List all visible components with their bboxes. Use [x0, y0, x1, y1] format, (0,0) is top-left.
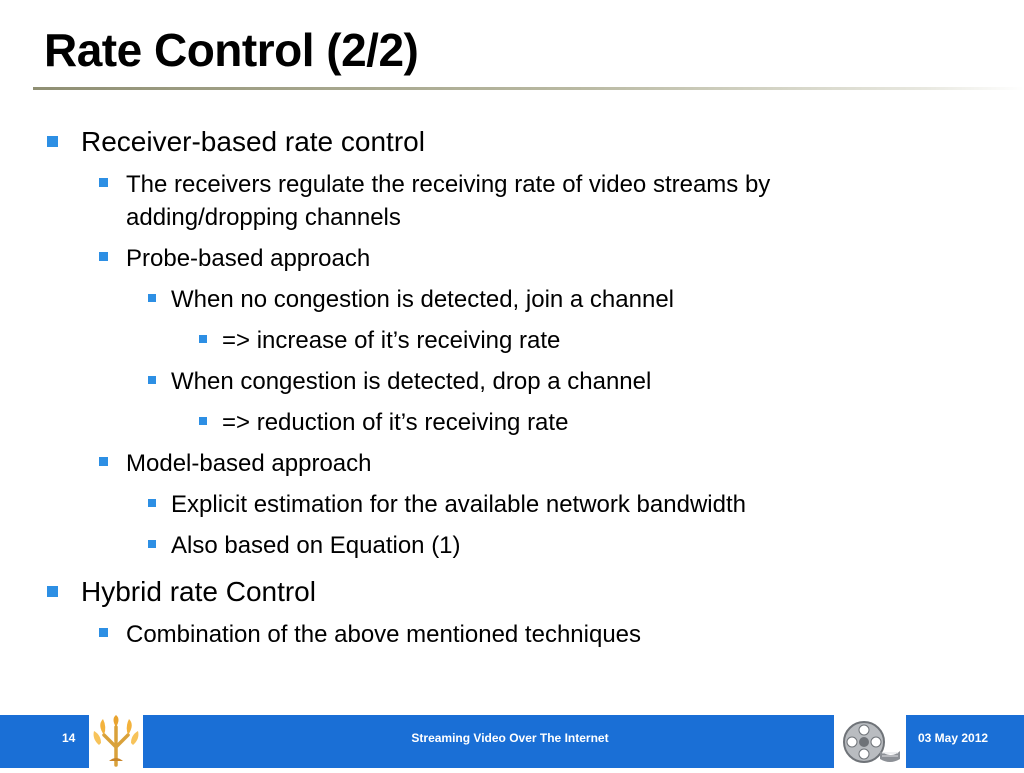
bullet-square-icon	[148, 540, 156, 548]
bullet-text: => reduction of it’s receiving rate	[222, 409, 569, 436]
university-tree-logo	[89, 715, 143, 768]
bullet-item: Combination of the above mentioned techn…	[99, 619, 642, 651]
film-reel-icon	[843, 721, 900, 763]
bullet-square-icon	[99, 628, 108, 637]
bullet-continuation: adding/dropping channels	[126, 202, 401, 234]
bullet-text: The receivers regulate the receiving rat…	[126, 171, 771, 198]
bullet-square-icon	[47, 586, 58, 597]
bullet-square-icon	[199, 417, 207, 425]
bullet-square-icon	[99, 457, 108, 466]
bullet-square-icon	[99, 178, 108, 187]
bullet-text: Explicit estimation for the available ne…	[171, 491, 746, 518]
bullet-item: When congestion is detected, drop a chan…	[148, 366, 652, 398]
bullet-square-icon	[99, 252, 108, 261]
bullet-square-icon	[148, 499, 156, 507]
bullet-text: adding/dropping channels	[126, 204, 401, 231]
bullet-text: When congestion is detected, drop a chan…	[171, 368, 652, 395]
bullet-item: When no congestion is detected, join a c…	[148, 284, 675, 316]
bullet-text: When no congestion is detected, join a c…	[171, 286, 675, 313]
film-reel-image	[834, 715, 906, 768]
page-number: 14	[62, 731, 76, 745]
bullet-item: Also based on Equation (1)	[148, 530, 461, 562]
bullet-item: => reduction of it’s receiving rate	[199, 407, 569, 439]
bullet-item: Receiver-based rate control	[47, 125, 425, 159]
bullet-text: Also based on Equation (1)	[171, 532, 461, 559]
title-underline	[33, 87, 1024, 90]
bullet-item: Hybrid rate Control	[47, 575, 316, 609]
bullet-text: => increase of it’s receiving rate	[222, 327, 561, 354]
bullet-item: => increase of it’s receiving rate	[199, 325, 561, 357]
bullet-text: Hybrid rate Control	[81, 576, 316, 607]
bullet-square-icon	[47, 136, 58, 147]
bullet-text: Receiver-based rate control	[81, 126, 425, 157]
slide-title: Rate Control (2/2)	[44, 24, 419, 76]
bullet-item: Probe-based approach	[99, 243, 371, 275]
bullet-square-icon	[148, 376, 156, 384]
tree-logo-icon	[93, 715, 139, 767]
bullet-item: The receivers regulate the receiving rat…	[99, 169, 771, 201]
bullet-text: Model-based approach	[126, 450, 372, 477]
footer-bar: 14 Streaming Video Over The Internet 03 …	[0, 715, 1024, 768]
bullet-item: Model-based approach	[99, 448, 372, 480]
bullet-text: Combination of the above mentioned techn…	[126, 621, 642, 648]
presentation-title: Streaming Video Over The Internet	[411, 731, 609, 745]
bullet-square-icon	[148, 294, 156, 302]
bullet-square-icon	[199, 335, 207, 343]
bullet-item: Explicit estimation for the available ne…	[148, 489, 746, 521]
bullet-text: Probe-based approach	[126, 245, 371, 272]
slide-date: 03 May 2012	[918, 731, 989, 745]
